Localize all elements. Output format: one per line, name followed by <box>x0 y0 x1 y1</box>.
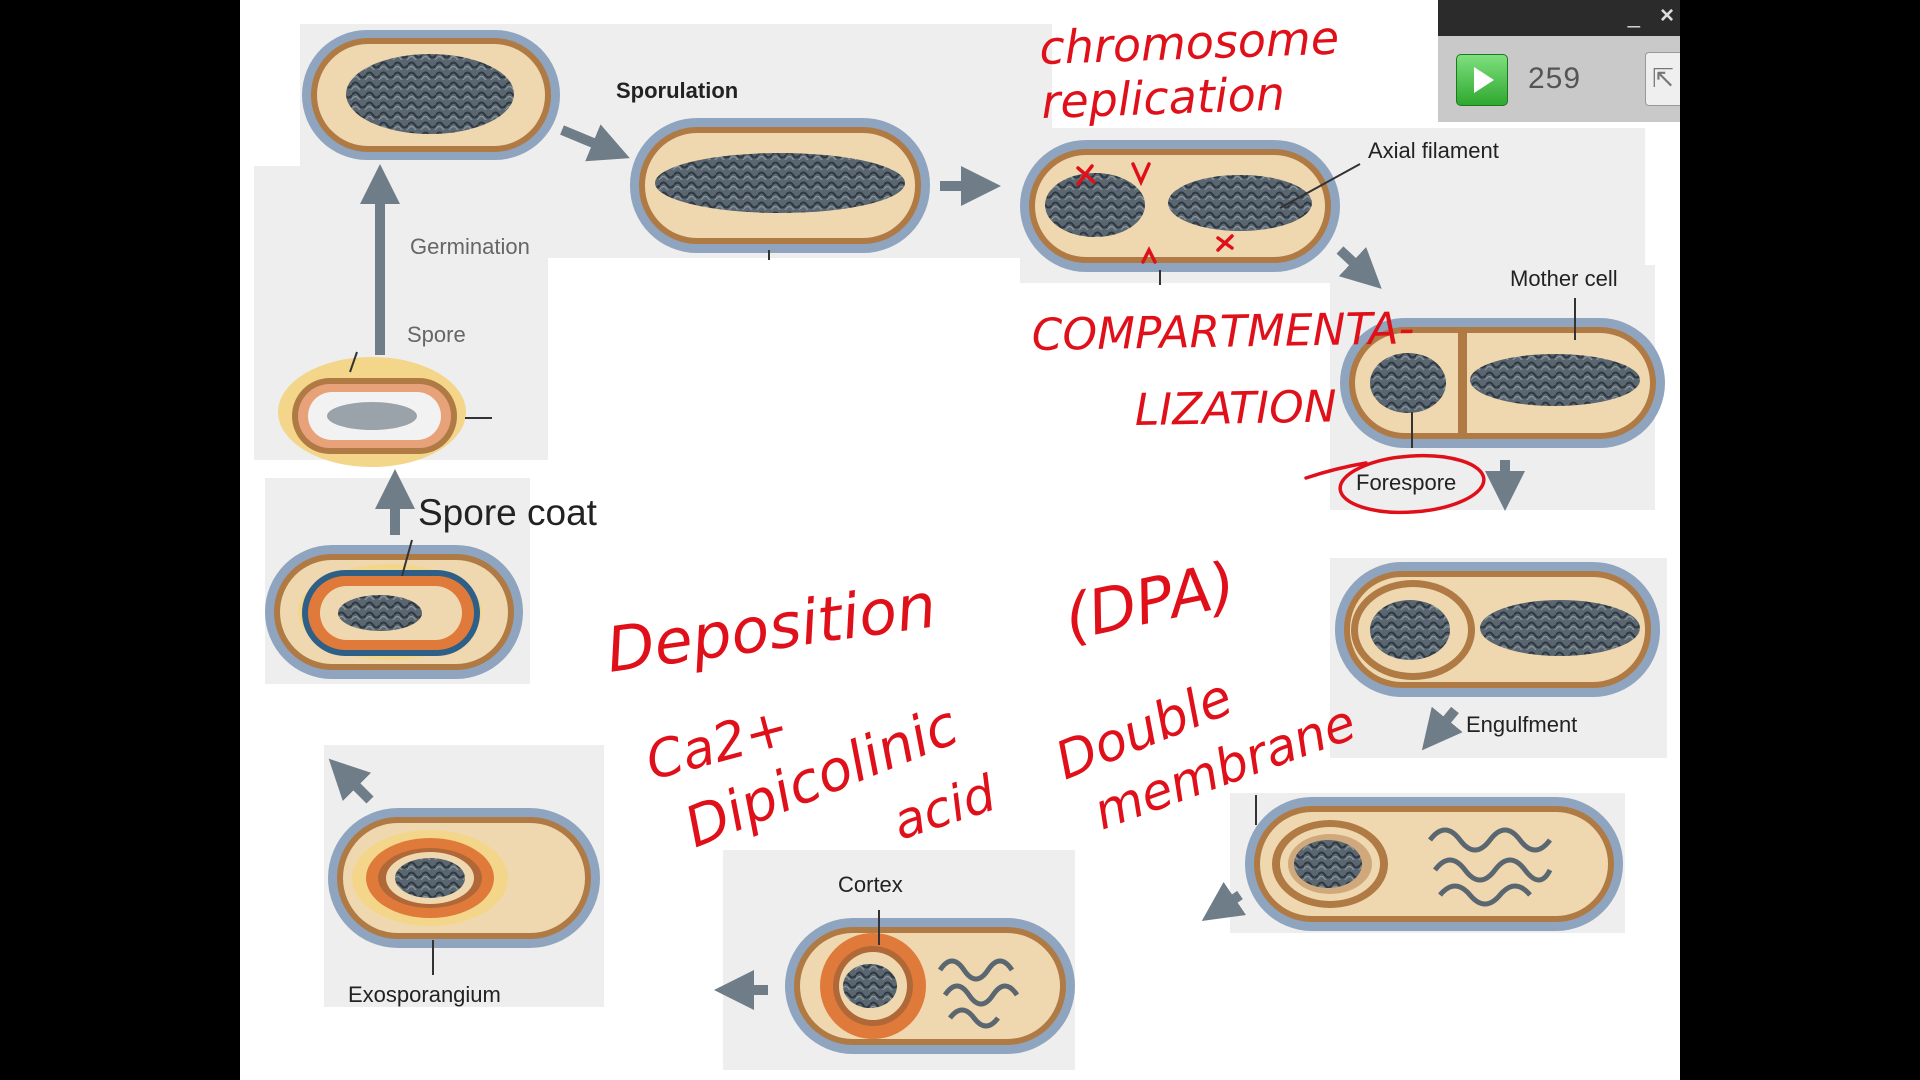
cell-forespore-mature <box>1245 797 1623 931</box>
label-mother-cell: Mother cell <box>1510 266 1618 291</box>
widget-titlebar: _ × <box>1438 0 1680 36</box>
cell-cortex <box>785 918 1075 1054</box>
cell-spore-coat <box>265 545 523 679</box>
note-dpa: (DPA) <box>1058 547 1242 654</box>
note-compartmentalization-2: LIZATION <box>1134 381 1337 436</box>
label-spore-coat: Spore coat <box>418 492 597 533</box>
slide: Sporulation Axial filament Germination S… <box>240 0 1680 1080</box>
label-germination: Germination <box>410 234 530 259</box>
label-cortex: Cortex <box>838 872 903 897</box>
leader-lines <box>349 163 1576 975</box>
cell-exosporangium <box>328 808 600 948</box>
frame-counter: 259 <box>1528 62 1582 95</box>
label-spore: Spore <box>407 322 466 347</box>
expand-icon[interactable]: ⇱ <box>1645 52 1680 106</box>
cell-free-spore <box>278 357 466 467</box>
handwriting-marks <box>1076 162 1486 515</box>
sporulation-diagram <box>254 24 1667 1070</box>
cell-vegetative <box>302 30 560 160</box>
note-chromosome: chromosome <box>1038 11 1339 75</box>
recorder-widget: _ × 259 ⇱ <box>1438 0 1680 122</box>
cell-elongated <box>630 118 930 253</box>
label-exosporangium: Exosporangium <box>348 982 501 1007</box>
cell-replication <box>1020 140 1340 272</box>
label-sporulation: Sporulation <box>616 78 739 103</box>
note-replication: replication <box>1040 67 1285 129</box>
label-forespore: Forespore <box>1356 470 1457 495</box>
handwriting-text: chromosome replication COMPARTMENTA- LIZ… <box>602 11 1415 861</box>
minimize-button[interactable]: _ <box>1627 3 1640 28</box>
cycle-arrows <box>328 124 1525 1010</box>
label-engulfment: Engulfment <box>1466 712 1578 737</box>
cell-engulfment <box>1335 562 1660 697</box>
note-compartmentalization-1: COMPARTMENTA- <box>1031 303 1415 361</box>
close-button[interactable]: × <box>1659 2 1674 29</box>
label-axial-filament: Axial filament <box>1368 138 1499 163</box>
note-deposition: Deposition <box>602 568 940 686</box>
play-button[interactable] <box>1456 54 1508 106</box>
cell-compartment <box>1340 318 1665 448</box>
